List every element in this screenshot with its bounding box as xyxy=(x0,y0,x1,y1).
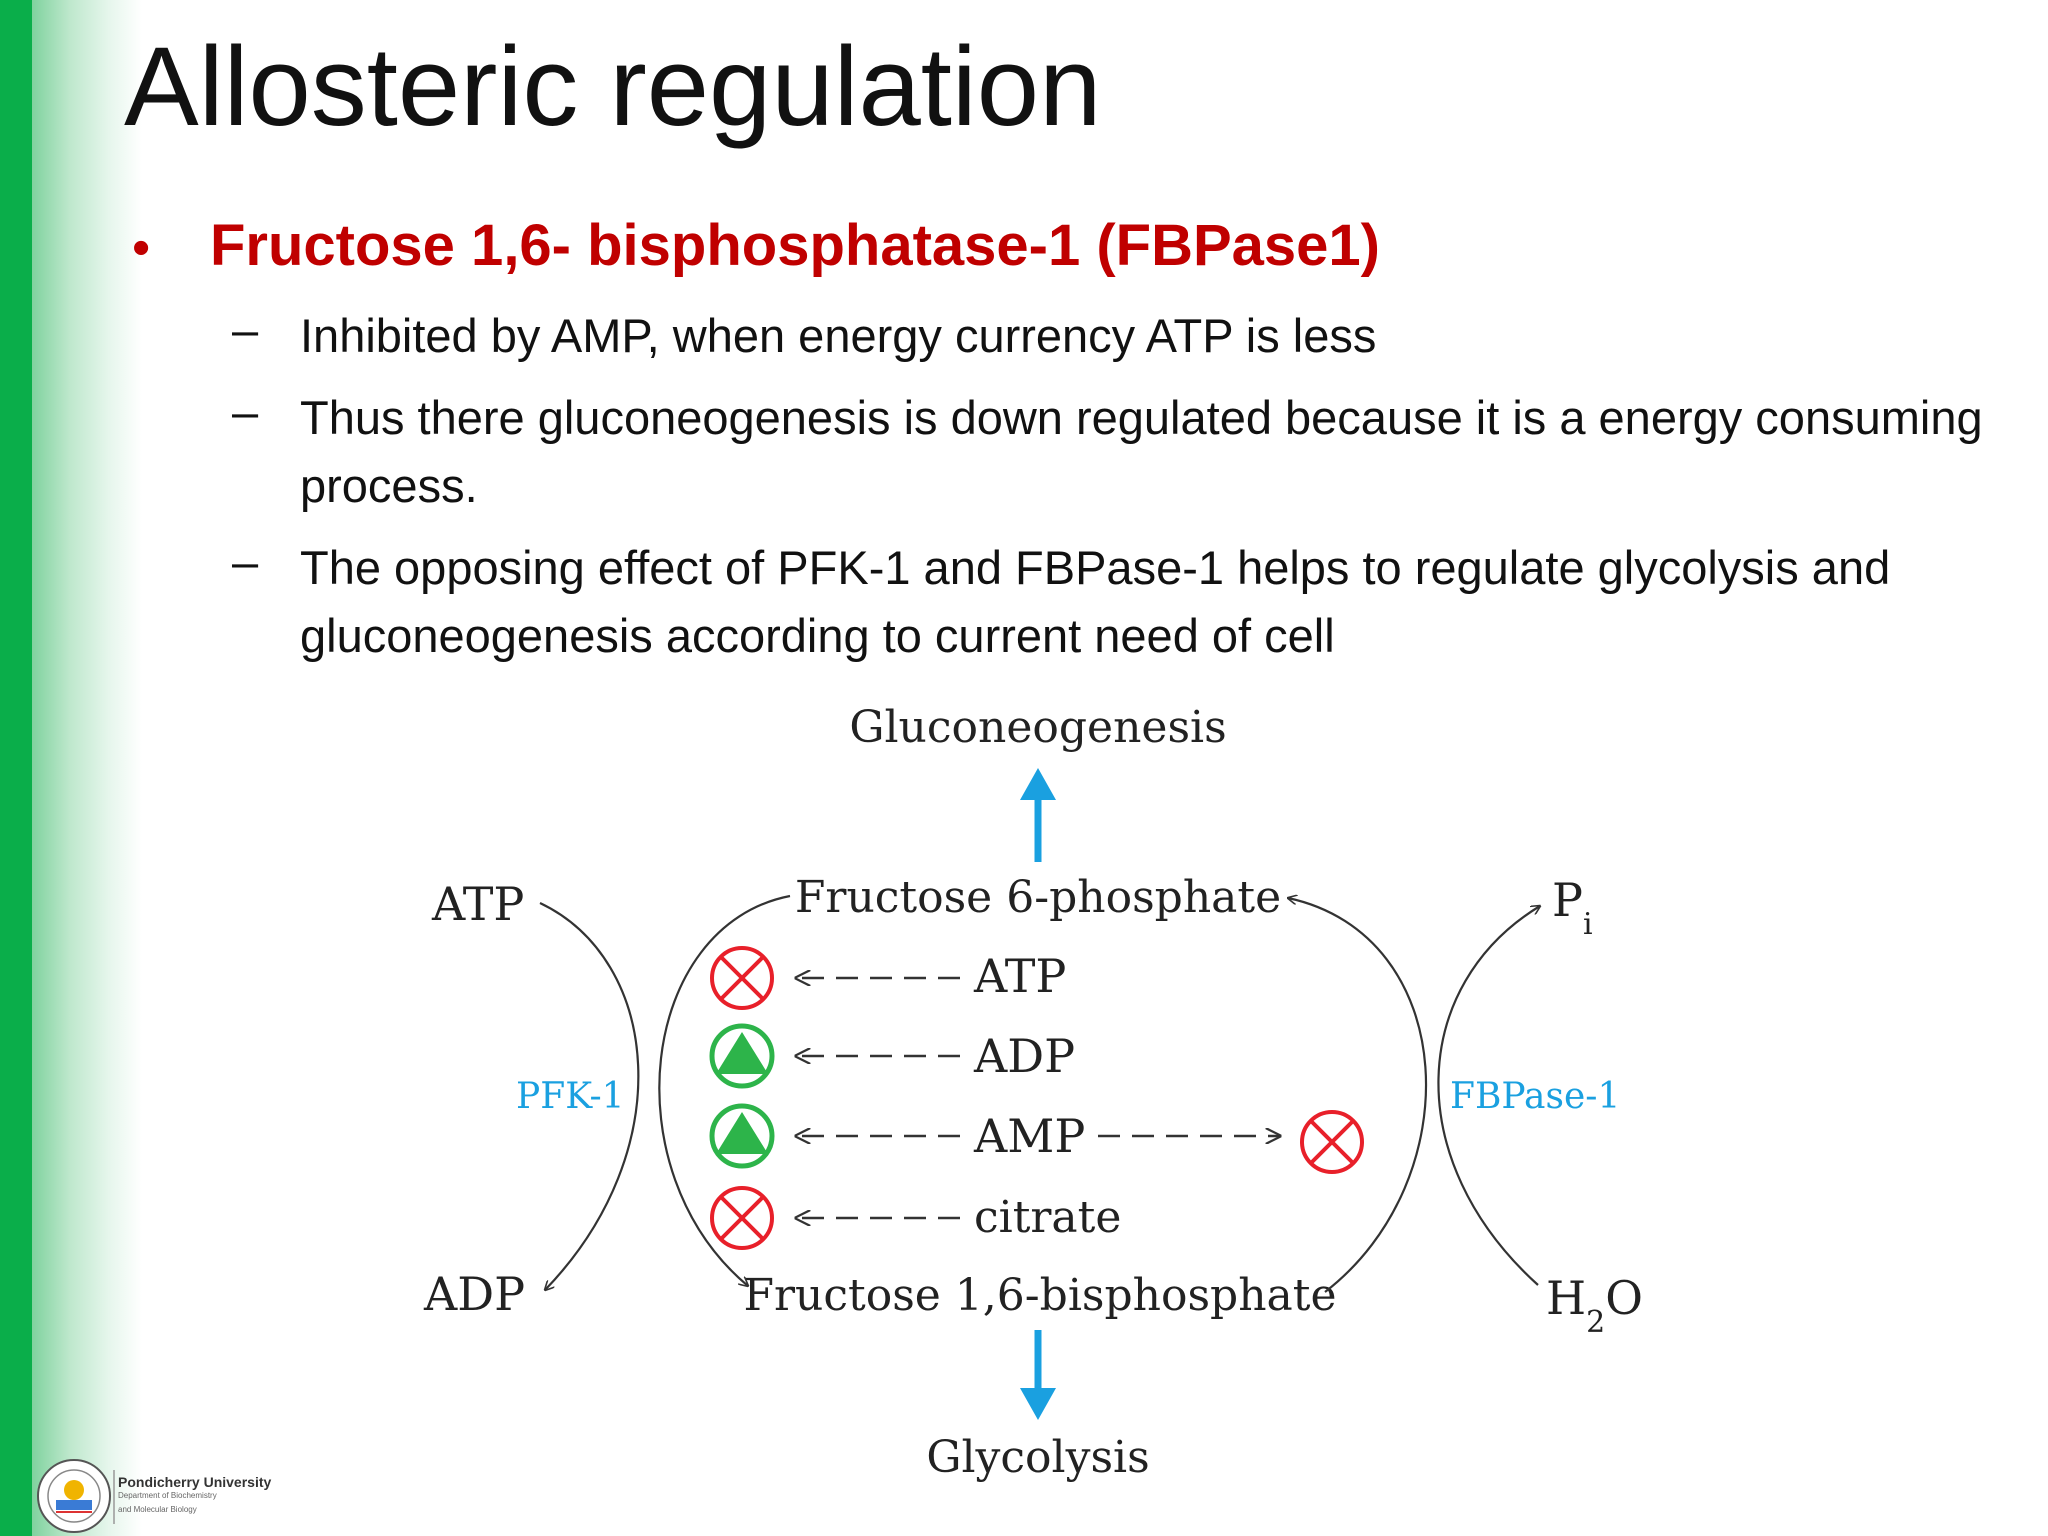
glycolysis-label: Glycolysis xyxy=(926,1432,1149,1483)
effector-adp-label: ADP xyxy=(973,1029,1075,1083)
side-gradient xyxy=(32,0,142,1536)
citrate-inhibition-row: citrate xyxy=(710,1186,1121,1250)
bullet-heading: Fructose 1,6- bisphosphatase-1 (FBPase1) xyxy=(210,213,1380,278)
dash-marker: – xyxy=(232,535,259,588)
effector-amp-label: AMP xyxy=(973,1109,1085,1163)
dash-marker: – xyxy=(232,303,259,356)
fructose-6-phosphate-label: Fructose 6-phosphate xyxy=(795,872,1281,923)
pi-output-label: Pi xyxy=(1552,873,1593,942)
university-logo-text: Pondicherry University Department of Bio… xyxy=(118,1475,271,1517)
adp-activation-row: ADP xyxy=(709,1023,1075,1089)
dash-marker: – xyxy=(232,385,259,438)
gluconeogenesis-label: Gluconeogenesis xyxy=(849,702,1226,753)
university-seal-icon xyxy=(37,1459,111,1533)
department-line-2: and Molecular Biology xyxy=(118,1505,197,1514)
atp-inhibition-row: ATP xyxy=(710,946,1066,1010)
subpoint-1: Inhibited by AMP, when energy currency A… xyxy=(300,309,1377,362)
amp-regulation-row: AMP xyxy=(709,1103,1364,1174)
effector-citrate-label: citrate xyxy=(974,1192,1121,1243)
fbpase1-enzyme-label: FBPase-1 xyxy=(1450,1076,1620,1117)
up-arrow-head xyxy=(1020,768,1056,800)
slide-title: Allosteric regulation xyxy=(124,24,1102,149)
effector-atp-label: ATP xyxy=(973,949,1066,1003)
adp-output-label: ADP xyxy=(423,1267,525,1321)
subpoint-3: The opposing effect of PFK-1 and FBPase-… xyxy=(300,541,1891,662)
green-side-stripe xyxy=(0,0,32,1536)
pfk1-enzyme-label: PFK-1 xyxy=(516,1076,625,1117)
fructose-16-bisphosphate-label: Fructose 1,6-bisphosphate xyxy=(743,1270,1336,1321)
subpoint-2: Thus there gluconeogenesis is down regul… xyxy=(300,391,1983,512)
fbpase1-reaction-curve xyxy=(1288,898,1427,1293)
department-line-1: Department of Biochemistry xyxy=(118,1491,217,1500)
atp-adp-curve xyxy=(539,902,640,1290)
water-input-label: H2O xyxy=(1546,1271,1643,1340)
bullet-marker: • xyxy=(132,219,151,277)
university-name: Pondicherry University xyxy=(118,1474,272,1490)
water-pi-curve xyxy=(1437,906,1540,1286)
pfk1-reaction-curve xyxy=(658,894,791,1286)
atp-input-label: ATP xyxy=(431,877,524,931)
down-arrow-head xyxy=(1020,1388,1056,1420)
